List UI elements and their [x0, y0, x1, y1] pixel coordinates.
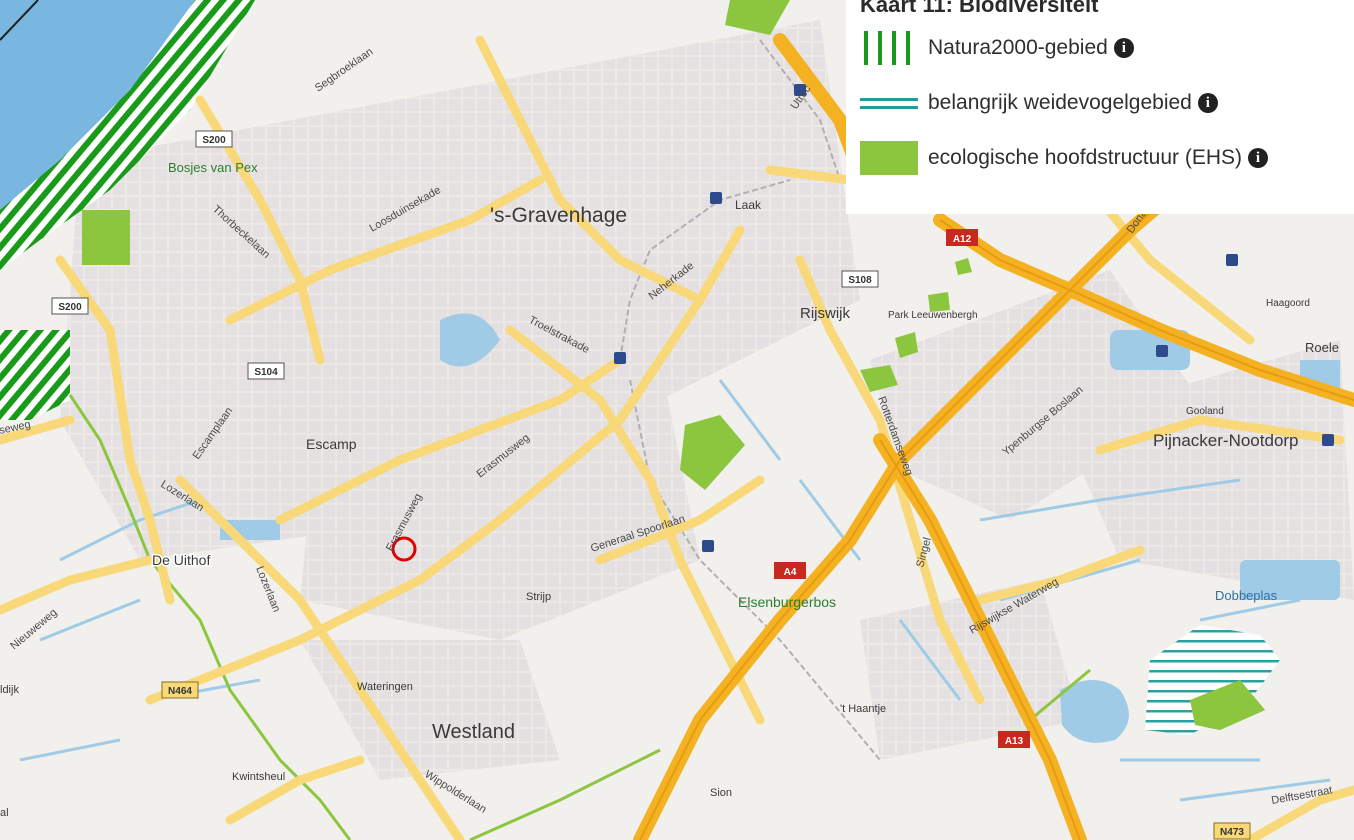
label-wateringen: Wateringen	[357, 681, 413, 693]
label-bosjes-van-pex: Bosjes van Pex	[168, 160, 258, 175]
weidevogel-area	[1145, 625, 1280, 735]
svg-text:A12: A12	[953, 234, 972, 245]
svg-text:S104: S104	[254, 367, 278, 378]
urban-areas	[60, 20, 1354, 780]
station-icons	[614, 84, 1334, 552]
study-location-marker	[391, 536, 417, 562]
info-icon[interactable]: i	[1197, 92, 1218, 113]
shield-n473: N473	[1213, 822, 1251, 840]
natura2000-west	[0, 330, 70, 420]
legend-label: ecologische hoofdstructuur (EHS)	[928, 145, 1242, 169]
info-icon[interactable]: i	[1113, 37, 1134, 58]
shield-s200-b: S200	[51, 297, 89, 315]
place-labels: 's-Gravenhage Rijswijk Escamp Westland P…	[0, 160, 1339, 819]
label-strijp: Strijp	[526, 591, 551, 603]
label-elsenburgerbos: Elsenburgerbos	[738, 594, 836, 610]
shield-n464: N464	[161, 681, 199, 699]
legend-title: Kaart 11: Biodiversiteit	[860, 0, 1099, 17]
shield-s108: S108	[841, 270, 879, 288]
ehs-swatch	[860, 140, 918, 175]
label-sion: Sion	[710, 787, 732, 799]
motorway-centerlines	[639, 169, 1354, 840]
natura2000-dunes	[0, 0, 255, 270]
legend-item-ehs: ecologische hoofdstructuur (EHS) i	[860, 130, 1354, 185]
road-shields: S200 S200 S104 S108 A12 A4 A13 N464 N473	[51, 130, 1251, 840]
svg-text:N473: N473	[1220, 827, 1244, 838]
shield-a13: A13	[998, 731, 1030, 748]
legend-label: belangrijk weidevogelgebied	[928, 90, 1192, 114]
water-features	[220, 313, 1340, 743]
railways	[619, 39, 881, 761]
major-roads	[0, 35, 1354, 840]
label-park-leeuwenbergh: Park Leeuwenbergh	[888, 310, 978, 321]
shield-a4: A4	[774, 562, 806, 579]
label-t-haantje: 't Haantje	[840, 703, 886, 715]
svg-text:S200: S200	[202, 135, 226, 146]
svg-text:A13: A13	[1005, 736, 1024, 747]
svg-text:A4: A4	[784, 567, 797, 578]
label-rijswijk: Rijswijk	[800, 305, 850, 322]
label-de-uithof: De Uithof	[152, 552, 210, 568]
label-kwintsheul: Kwintsheul	[232, 771, 285, 783]
shield-a12: A12	[946, 229, 978, 246]
legend-item-weidevogelgebied: belangrijk weidevogelgebied i	[860, 75, 1354, 130]
label-laak: Laak	[735, 198, 762, 212]
legend-label: Natura2000-gebied	[928, 35, 1108, 59]
weidevogel-swatch	[860, 86, 918, 120]
svg-text:S200: S200	[58, 302, 82, 313]
label-roele: Roele	[1305, 340, 1339, 355]
natura2000-swatch	[860, 30, 918, 65]
label-westland: Westland	[432, 721, 515, 743]
label-haagoord: Haagoord	[1266, 298, 1310, 309]
label-escamp: Escamp	[306, 436, 357, 452]
shield-s200-a: S200	[195, 130, 233, 148]
legend-item-natura2000: Natura2000-gebied i	[860, 20, 1354, 75]
ehs-corridor	[68, 394, 1091, 840]
sea	[0, 0, 200, 220]
info-icon[interactable]: i	[1248, 147, 1268, 168]
shield-s104: S104	[247, 362, 285, 380]
label-pijnacker: Pijnacker-Nootdorp	[1153, 431, 1299, 450]
label-gooland: Gooland	[1186, 406, 1224, 417]
label-ldijk: ldijk	[0, 684, 19, 696]
svg-text:S108: S108	[848, 275, 872, 286]
label-dobbeplas: Dobbeplas	[1215, 588, 1278, 603]
label-al: al	[0, 807, 9, 819]
svg-text:N464: N464	[168, 686, 192, 697]
label-den-haag: 's-Gravenhage	[490, 204, 627, 227]
legend-panel: Kaart 11: Biodiversiteit Natura2000-gebi…	[846, 0, 1354, 214]
